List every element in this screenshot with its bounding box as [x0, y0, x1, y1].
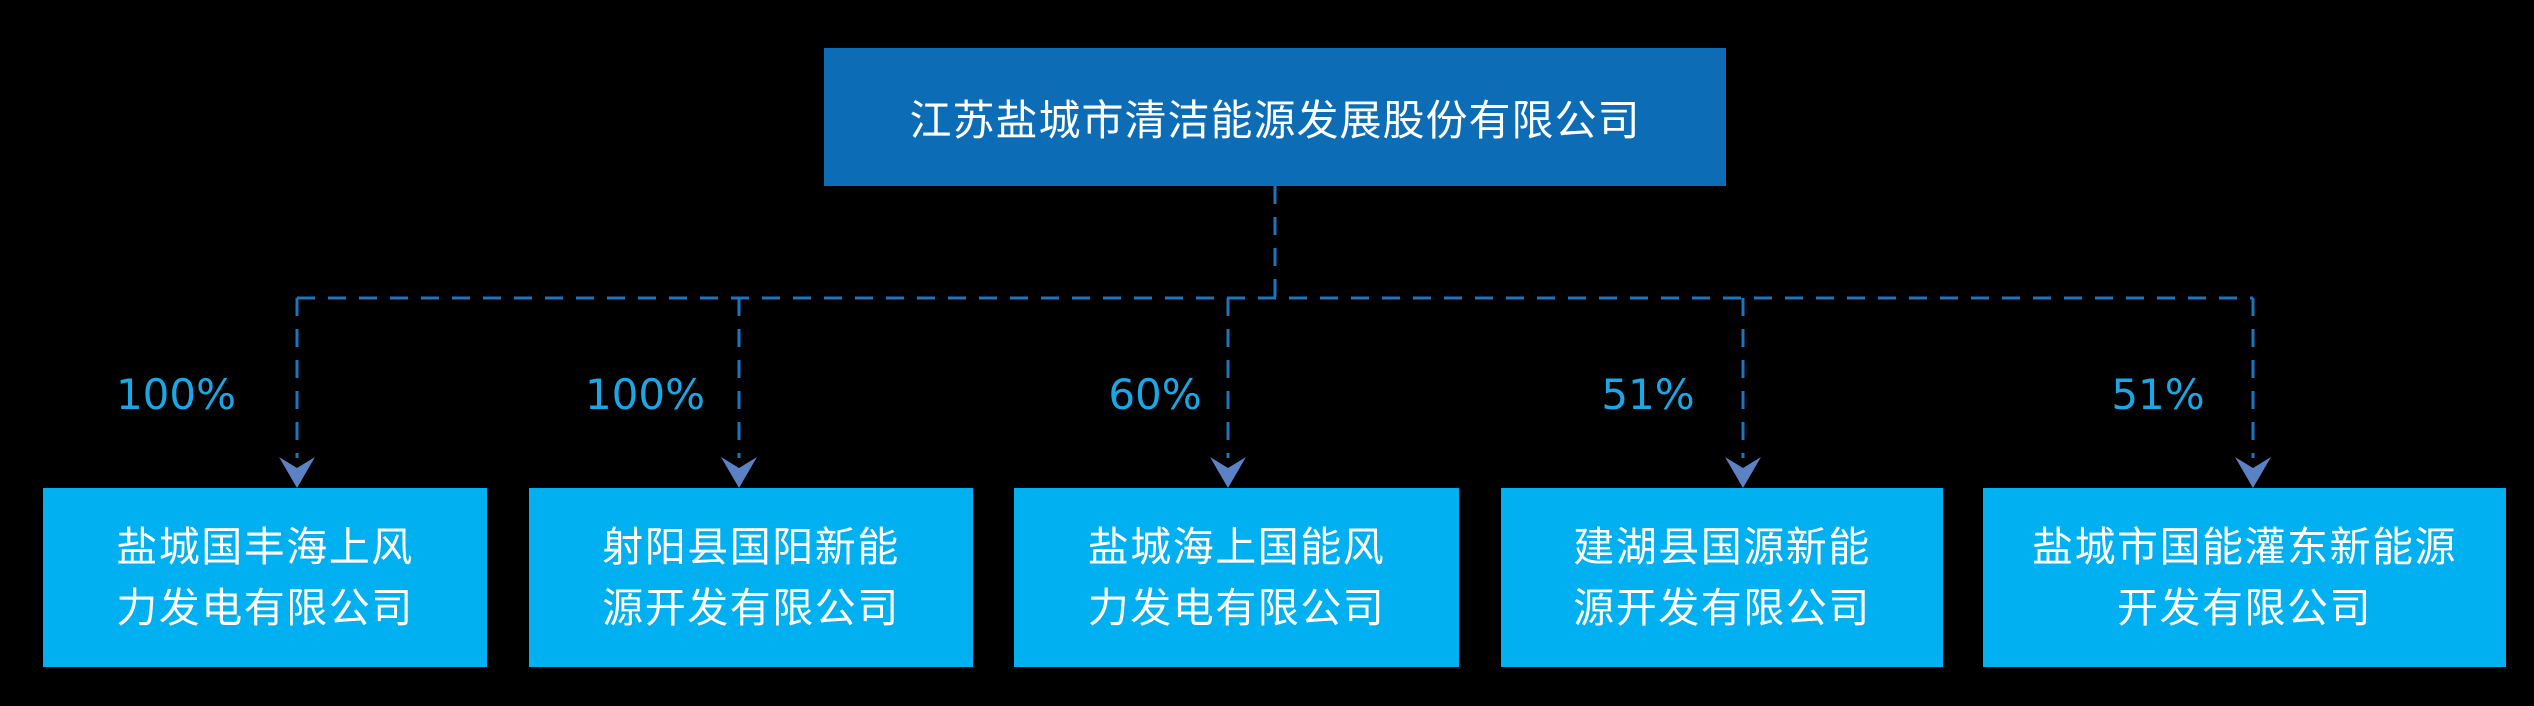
child-company-node-1: 盐城国丰海上风 力发电有限公司 [43, 488, 487, 667]
arrowhead-icon-3 [1210, 457, 1246, 488]
ownership-label-2: 100% [584, 370, 706, 419]
arrowhead-icon-1 [279, 457, 315, 488]
parent-company-node: 江苏盐城市清洁能源发展股份有限公司 [824, 48, 1726, 186]
parent-company-name: 江苏盐城市清洁能源发展股份有限公司 [909, 95, 1641, 145]
child-company-node-4: 建湖县国源新能 源开发有限公司 [1501, 488, 1943, 667]
child-company-name-line1: 射阳县国阳新能 [602, 522, 900, 571]
child-company-name-line1: 盐城国丰海上风 [116, 522, 414, 571]
child-company-node-3: 盐城海上国能风 力发电有限公司 [1014, 488, 1459, 667]
ownership-label-3: 60% [1108, 370, 1202, 419]
child-company-name-line2: 开发有限公司 [2117, 583, 2372, 632]
child-company-name-line2: 源开发有限公司 [1573, 583, 1871, 632]
child-company-name-line1: 盐城市国能灌东新能源 [2032, 522, 2457, 571]
ownership-label-4: 51% [1601, 370, 1695, 419]
arrowhead-icon-4 [1725, 457, 1761, 488]
arrowhead-icon-2 [721, 457, 757, 488]
child-company-name-line1: 建湖县国源新能 [1573, 522, 1871, 571]
child-company-node-5: 盐城市国能灌东新能源 开发有限公司 [1983, 488, 2506, 667]
ownership-label-5: 51% [2111, 370, 2205, 419]
child-company-name-line2: 力发电有限公司 [1087, 583, 1386, 632]
ownership-label-1: 100% [115, 370, 237, 419]
child-company-name-line2: 力发电有限公司 [116, 583, 414, 632]
arrowhead-icon-5 [2235, 457, 2271, 488]
child-company-name-line1: 盐城海上国能风 [1087, 522, 1386, 571]
child-company-node-2: 射阳县国阳新能 源开发有限公司 [529, 488, 973, 667]
child-company-name-line2: 源开发有限公司 [602, 583, 900, 632]
